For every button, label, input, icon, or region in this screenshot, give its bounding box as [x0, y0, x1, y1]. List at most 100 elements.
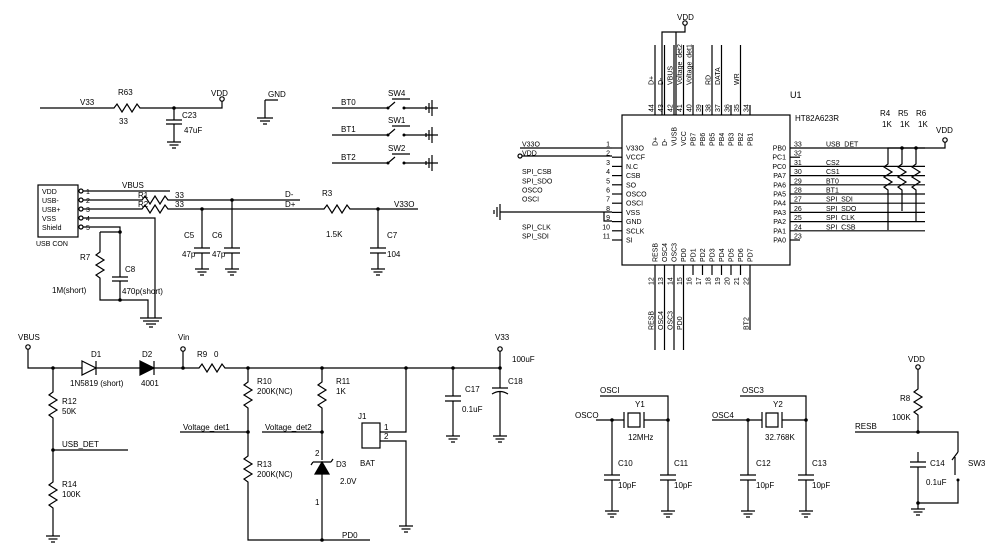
ic-top-pin-number: 40	[687, 104, 694, 112]
r63-resistor	[109, 103, 145, 113]
ic-bottom-pin-number: 12	[649, 277, 656, 285]
r8-label: R8	[900, 394, 911, 403]
ic-top-pin-name: PB6	[700, 133, 707, 146]
svg-text:1: 1	[86, 189, 90, 196]
usb-con-label: USB CON	[36, 241, 68, 248]
r1-label: R1	[138, 191, 149, 200]
button-switches: BT0 BT1 BT2 SW4 SW1 SW2	[332, 89, 439, 172]
v33-label: V33	[80, 98, 95, 107]
ic-right-pin-name: PB0	[773, 146, 786, 153]
ic-right-pin-name: PA6	[773, 182, 786, 189]
ic-left-net-label: OSCI	[522, 197, 539, 204]
ic-left-pin-name: SCLK	[626, 228, 645, 235]
bt1-label: BT1	[341, 125, 356, 134]
ic-bottom-pin-name: PD2	[700, 248, 707, 262]
ic-right-pin-name: PA5	[773, 192, 786, 199]
vdd-top-label: VDD	[677, 13, 694, 22]
ic-bottom-pin-name: PD3	[710, 248, 717, 262]
r5-value: 1K	[900, 120, 910, 129]
ic-top-pin-name: PB7	[691, 133, 698, 146]
r7-value: 1M(short)	[52, 286, 87, 295]
c14-value: 0.1uF	[926, 478, 947, 487]
c6-label: C6	[212, 231, 223, 240]
c13-label: C13	[812, 459, 827, 468]
crystal-y1: OSCI OSCO Y1 12MHz C10 10pF C11 10pF	[575, 386, 692, 518]
ic-left-pin-name: N.C	[626, 164, 638, 171]
ic-bottom-pin-number: 16	[687, 277, 694, 285]
c8-value: 470p(short)	[122, 287, 163, 296]
ic-right-pin-number: 23	[794, 234, 802, 241]
c10-value: 10pF	[618, 481, 636, 490]
c7-label: C7	[387, 231, 398, 240]
ic-top-pins: 44D+D+43D-D-42VUSBVBUS41VCCVoltage_det24…	[649, 44, 755, 146]
ic-left-pin-number: 2	[606, 151, 610, 158]
ic-right-pin-number: 27	[794, 197, 802, 204]
ic-right-pin-number: 28	[794, 188, 802, 195]
ic-bottom-pin-number: 15	[677, 277, 684, 285]
ic-top-pin-number: 41	[677, 104, 684, 112]
ic-right-net-label: SPI_SDO	[826, 206, 857, 213]
ic-top-pin-number: 36	[725, 104, 732, 112]
ic-left-pin-number: 11	[603, 234, 610, 241]
resb-label: RESB	[855, 422, 877, 431]
vdd-terminal	[219, 96, 225, 102]
ic-bottom-pin-number: 21	[734, 277, 741, 285]
usb-capacitors: C5 47p C6 47p C7 104	[182, 198, 401, 276]
ic-left-net-label: OSCO	[522, 188, 543, 195]
crystal-y2: OSC3 OSC4 Y2 32.768K C12 10pF C13 10pF	[712, 386, 830, 518]
usb-vss-pin: VSS	[42, 216, 56, 223]
sw1-label: SW1	[388, 116, 406, 125]
vdet1-label: Voltage_det1	[183, 423, 230, 432]
ic-right-pin-number: 33	[794, 142, 802, 149]
ic-bottom-pin-number: 19	[715, 277, 722, 285]
v33b-label: V33	[495, 333, 510, 342]
ic-left-net-label: V33O	[522, 142, 540, 149]
r12-value: 50K	[62, 407, 77, 416]
ic-top-net-label: RD	[706, 75, 713, 85]
ic-top-pin-number: 35	[734, 104, 741, 112]
ic-top-pin-name: PB5	[710, 133, 717, 146]
ic-bottom-pin-number: 17	[696, 277, 703, 285]
vdd3-label: VDD	[908, 355, 925, 364]
ic-right-pin-name: PC1	[772, 155, 786, 162]
ic-right-net-label: SPI_CSB	[826, 224, 856, 231]
ic-left-pin-number: 7	[606, 197, 610, 204]
ic-left-pin-name: OSCO	[626, 192, 647, 199]
ic-right-pin-name: PA7	[773, 173, 786, 180]
ic-top-net-label: Voltage_det1	[687, 44, 694, 85]
ic-bottom-pin-name: RESB	[653, 243, 660, 262]
ic-right-net-label: SPI_SDI	[826, 197, 853, 204]
gnd-symbol: GND	[257, 90, 286, 125]
d2-label: D2	[142, 350, 153, 359]
r3-label: R3	[322, 189, 333, 198]
c12-value: 10pF	[756, 481, 774, 490]
ic-top-pin-name: PB1	[748, 133, 755, 146]
ic-top-pin-name: D+	[653, 137, 660, 146]
ic-right-pin-number: 24	[794, 224, 802, 231]
y2-label: Y2	[773, 400, 783, 409]
u1-label: U1	[790, 90, 802, 100]
r7-label: R7	[80, 253, 91, 262]
c6-value: 47p	[212, 250, 226, 259]
ic-right-pin-name: PA3	[773, 210, 786, 217]
r8-value: 100K	[892, 413, 911, 422]
r9-label: R9	[197, 350, 208, 359]
osc4-label: OSC4	[712, 411, 734, 420]
ic-bottom-pin-number: 13	[658, 277, 665, 285]
sw2-label: SW2	[388, 144, 406, 153]
ic-left-pin-name: VSS	[626, 210, 640, 217]
gnd-label: GND	[268, 90, 286, 99]
c5-value: 47p	[182, 250, 196, 259]
osco-label: OSCO	[575, 411, 599, 420]
c23-label: C23	[182, 111, 197, 120]
ic-left-pin-number: 4	[606, 169, 610, 176]
ic-top-pin-name: VCC	[681, 131, 688, 146]
usb-connector: VDD USB- USB+ VSS Shield USB CON 12 34 5…	[36, 181, 418, 275]
ic-top-pin-name: PB4	[719, 133, 726, 146]
c11-label: C11	[674, 459, 689, 468]
c13-value: 10pF	[812, 481, 830, 490]
ic-right-net-label: CS1	[826, 169, 840, 176]
d3-pin1: 1	[315, 498, 320, 507]
r13-label: R13	[257, 460, 272, 469]
